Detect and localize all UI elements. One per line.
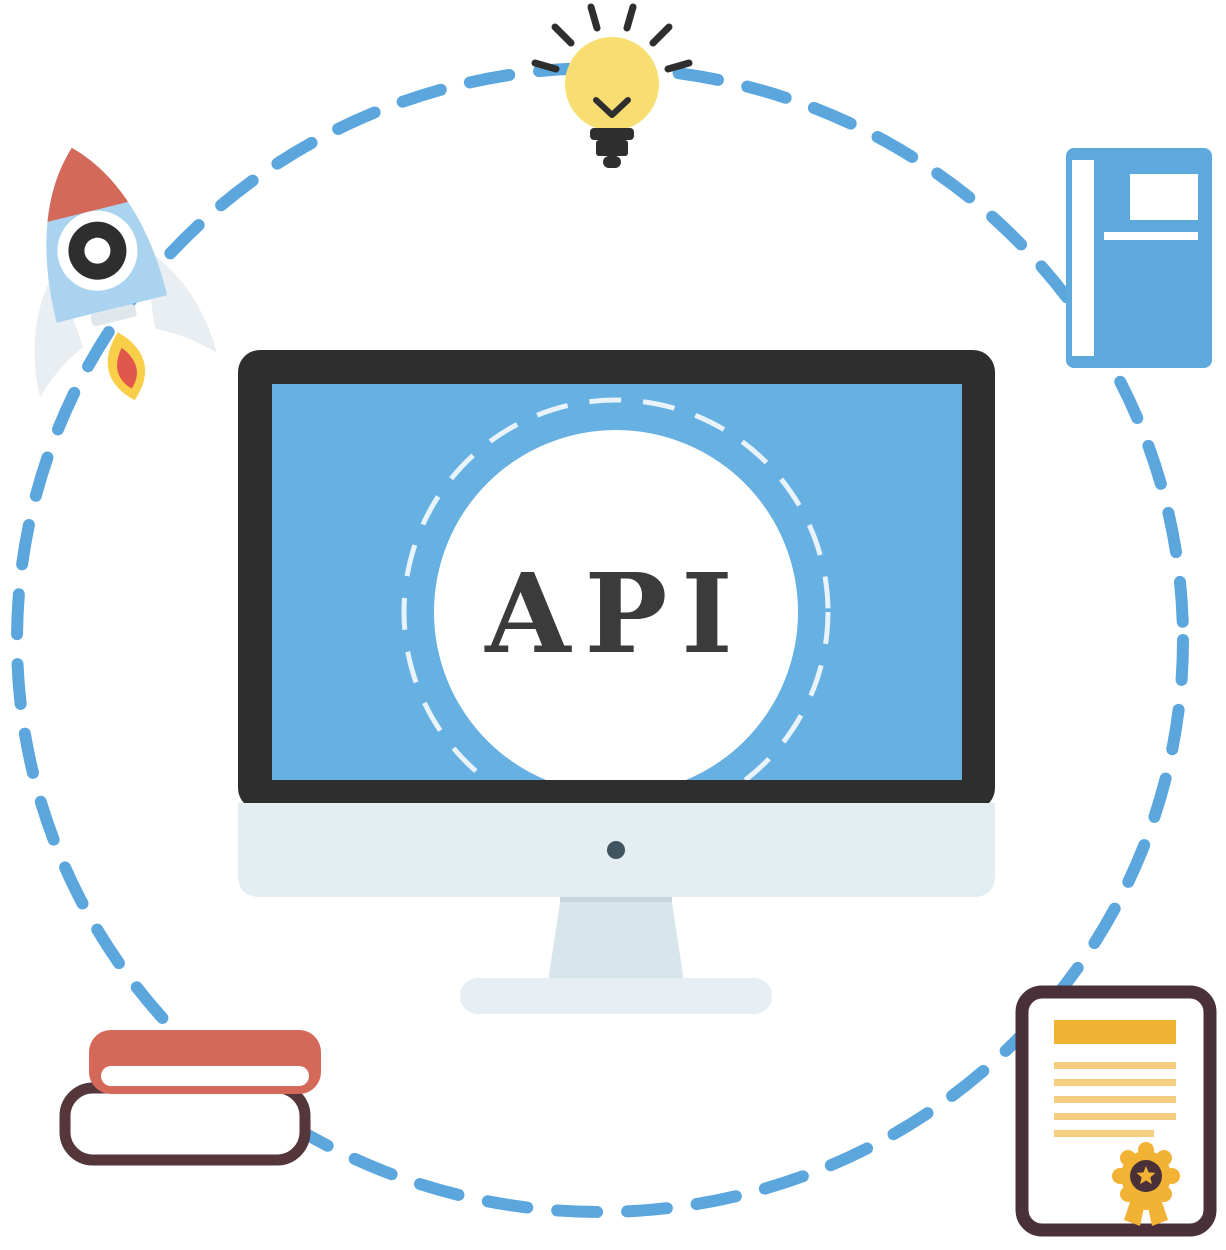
certificate-icon bbox=[1015, 985, 1217, 1237]
monitor-camera-dot bbox=[607, 841, 625, 859]
rocket-fin-right bbox=[143, 247, 217, 353]
bottom-book bbox=[59, 1082, 311, 1166]
book-pages bbox=[1072, 160, 1094, 356]
book-icon bbox=[1066, 148, 1212, 368]
rocket-flame-inner bbox=[117, 347, 137, 389]
monitor-neck bbox=[548, 902, 684, 982]
monitor-base bbox=[460, 978, 772, 1014]
certificate-rosette bbox=[1112, 1142, 1180, 1226]
lightbulb-base-top bbox=[590, 128, 634, 140]
api-text: API bbox=[484, 549, 747, 678]
rocket-icon bbox=[16, 134, 217, 401]
rocket-nozzle bbox=[90, 304, 137, 327]
rocket-window-inner bbox=[84, 237, 111, 264]
monitor-icon: API bbox=[238, 350, 995, 1014]
dashed-circle-path bbox=[11, 62, 1189, 1218]
top-book-pages bbox=[101, 1066, 309, 1086]
book-label bbox=[1130, 174, 1198, 220]
lightbulb-filament bbox=[593, 97, 631, 118]
certificate-text-lines bbox=[1054, 1062, 1176, 1137]
certificate-title-bar bbox=[1054, 1020, 1176, 1044]
rocket-fin-left bbox=[34, 269, 84, 397]
screen-dashed-circle bbox=[401, 397, 831, 780]
lightbulb-icon bbox=[531, 3, 693, 168]
lightbulb-base-mid bbox=[596, 140, 628, 156]
lightbulb-rays bbox=[531, 3, 693, 73]
book-label-line bbox=[1104, 232, 1198, 240]
lightbulb-base-tip bbox=[603, 156, 621, 168]
rosette-star bbox=[1136, 1166, 1156, 1185]
books-stack-icon bbox=[59, 1030, 321, 1166]
screen-white-circle bbox=[434, 430, 798, 780]
lightbulb-glass bbox=[565, 37, 659, 131]
